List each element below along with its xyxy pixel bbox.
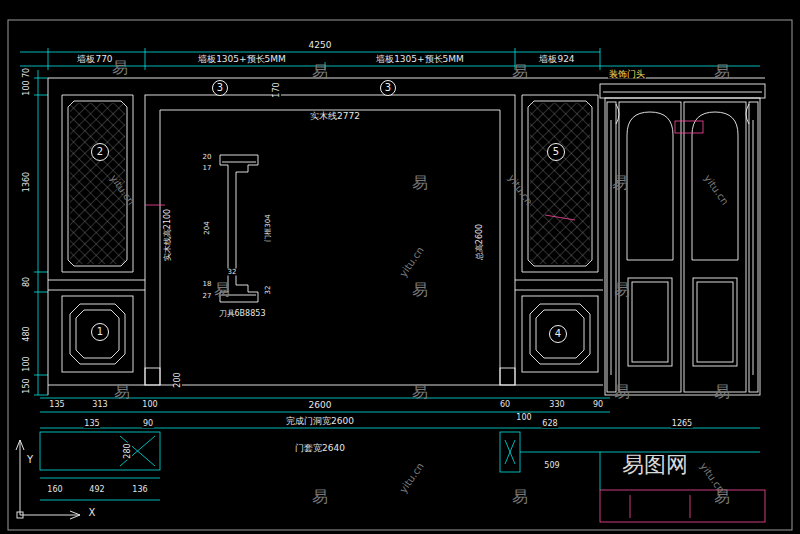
callout-circle: 4 — [549, 325, 567, 343]
dimension: 100 — [23, 79, 31, 96]
dimension: 实木线高2100 — [164, 208, 172, 262]
dimension: 100 — [141, 401, 158, 409]
dimension: 总高2600 — [476, 223, 484, 261]
callout-number: 3 — [385, 83, 391, 93]
dimension: 墙板1305+预长5MM — [197, 55, 287, 64]
watermark: 易 — [511, 64, 529, 80]
dimension: 墙板924 — [538, 55, 575, 64]
dimension: 门套宽2640 — [294, 444, 346, 453]
dimension: 492 — [88, 486, 105, 494]
callout-number: 5 — [553, 147, 559, 157]
dimension: 1360 — [23, 171, 31, 193]
dimension: 完成门洞宽2600 — [285, 417, 355, 426]
dimension: 135 — [83, 420, 100, 428]
dimension: 90 — [592, 401, 604, 409]
dimension: 门框304 — [265, 213, 272, 242]
dimension: 480 — [23, 325, 31, 342]
dimension: 136 — [131, 486, 148, 494]
dimension: 150 — [23, 377, 31, 394]
dimension: 313 — [91, 401, 108, 409]
dimension: 204 — [204, 220, 211, 235]
dimension: 18 — [202, 281, 213, 288]
watermark: 易 — [411, 282, 429, 298]
watermark: 易 — [713, 384, 731, 400]
dimension: 90 — [142, 420, 154, 428]
dimension: 17 — [202, 165, 213, 172]
dimension: 20 — [202, 154, 213, 161]
dimension: 27 — [202, 293, 213, 300]
watermark: 易 — [613, 282, 631, 298]
watermark: 易 — [713, 64, 731, 80]
dimension: 100 — [23, 355, 31, 372]
watermark: 易 — [311, 64, 329, 80]
dimension: 墙板770 — [76, 55, 113, 64]
watermark: yitu.cn — [398, 244, 427, 279]
part-note: 装饰门头 — [608, 70, 646, 79]
watermark: 易 — [311, 489, 329, 505]
dimension: 200 — [174, 371, 182, 388]
dimension: 80 — [23, 276, 31, 288]
dimension: 170 — [273, 81, 281, 98]
dimension: 135 — [48, 401, 65, 409]
dimension: 100 — [515, 414, 532, 422]
watermark: 易 — [613, 384, 631, 400]
dimension: 330 — [548, 401, 565, 409]
dimension: 墙板1305+预长5MM — [375, 55, 465, 64]
dimension: 70 — [23, 67, 31, 79]
watermark: 易 — [411, 384, 429, 400]
watermark: 易 — [611, 175, 629, 191]
dimension: 280 — [124, 442, 132, 459]
axis-label: Y — [26, 455, 34, 465]
callout-circle: 3 — [380, 80, 396, 96]
watermark: 易 — [411, 175, 429, 191]
dimension: 628 — [541, 420, 558, 428]
dimension: 160 — [46, 486, 63, 494]
callout-circle: 2 — [91, 143, 109, 161]
watermark: 易 — [213, 282, 231, 298]
watermark: yitu.cn — [702, 172, 731, 207]
callout-circle: 1 — [91, 323, 109, 341]
watermark: 易 — [511, 489, 529, 505]
dimension: 实木线2772 — [309, 112, 361, 121]
dimension: 32 — [265, 285, 272, 296]
callout-number: 2 — [97, 147, 103, 157]
dimension: 509 — [543, 462, 560, 470]
dimension: 60 — [499, 401, 511, 409]
dimension: 4250 — [308, 41, 333, 50]
callout-circle: 5 — [547, 143, 565, 161]
callout-number: 3 — [217, 83, 223, 93]
dimension: 1265 — [671, 420, 693, 428]
callout-circle: 3 — [212, 80, 228, 96]
dimension: 32 — [227, 269, 238, 276]
part-note: 刀具6B8853 — [218, 310, 267, 318]
dimension: 2600 — [308, 401, 333, 410]
callout-number: 1 — [97, 327, 103, 337]
watermark: yitu.cn — [398, 460, 427, 495]
callout-number: 4 — [555, 329, 561, 339]
axis-label: X — [88, 508, 97, 518]
watermark: 易图网 — [621, 454, 689, 476]
watermark: 易 — [113, 384, 131, 400]
watermark: 易 — [111, 60, 129, 76]
